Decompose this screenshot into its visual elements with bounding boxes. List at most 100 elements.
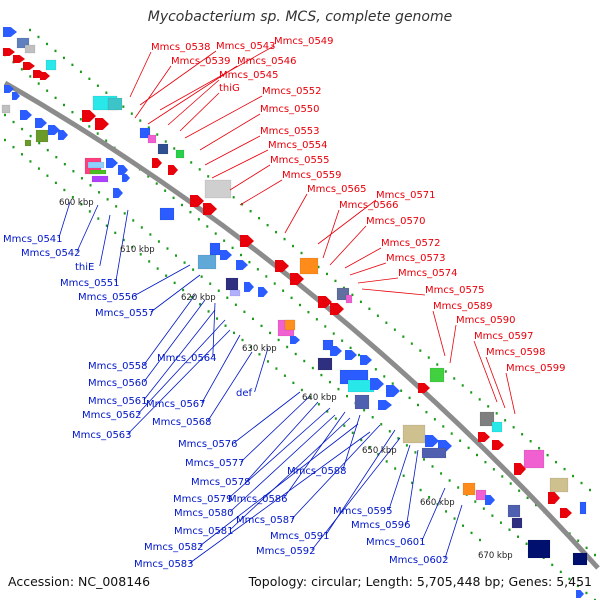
forward-gene-label[interactable]: Mmcs_0543 (216, 41, 276, 52)
tick-dot-outer (334, 279, 337, 283)
tick-dot-outer (393, 328, 396, 331)
reverse-gene-label[interactable]: Mmcs_0561 (88, 396, 148, 407)
feature-block (45, 59, 57, 71)
forward-gene-label[interactable]: Mmcs_0570 (366, 216, 426, 227)
map-title: Mycobacterium sp. MCS, complete genome (147, 9, 453, 25)
forward-gene-label[interactable]: Mmcs_0599 (506, 363, 566, 374)
tick-dot-inner (139, 253, 142, 256)
feature-arrow (236, 260, 248, 270)
forward-gene-label[interactable]: Mmcs_0559 (282, 170, 342, 181)
tick-dot-outer (427, 356, 430, 359)
tick-dot-fwd (54, 96, 57, 100)
reverse-gene-label[interactable]: Mmcs_0576 (178, 439, 238, 450)
reverse-gene-label[interactable]: Mmcs_0556 (78, 292, 138, 303)
forward-gene-label[interactable]: Mmcs_0571 (376, 190, 436, 201)
reverse-gene-label[interactable]: Mmcs_0602 (389, 555, 449, 566)
reverse-gene-label[interactable]: Mmcs_0560 (88, 378, 148, 389)
forward-gene-label[interactable]: Mmcs_0590 (456, 315, 516, 326)
reverse-gene-label[interactable]: Mmcs_0577 (185, 458, 245, 469)
tick-dot-rev (508, 528, 511, 531)
tick-dot-inner (88, 210, 91, 213)
tick-dot-inner (419, 488, 422, 492)
feature-arrow (345, 350, 357, 360)
reverse-gene-label[interactable]: Mmcs_0591 (270, 531, 330, 542)
feature-arrow (13, 55, 25, 63)
reverse-gene-label[interactable]: Mmcs_0601 (366, 537, 426, 548)
reverse-gene-label[interactable]: thiE (75, 262, 94, 273)
reverse-gene-label[interactable]: Mmcs_0596 (351, 520, 411, 531)
tick-dot-inner (105, 224, 108, 227)
reverse-gene-label[interactable]: Mmcs_0583 (134, 559, 194, 570)
feature-arrow (418, 383, 430, 393)
tick-dot-inner (249, 345, 252, 349)
forward-gene-label[interactable]: Mmcs_0552 (262, 86, 322, 97)
tick-dot-rev (499, 521, 502, 524)
forward-gene-label[interactable]: Mmcs_0538 (151, 42, 211, 53)
reverse-gene-label[interactable]: Mmcs_0579 (173, 494, 233, 505)
tick-dot-fwd (594, 553, 596, 557)
forward-gene-label[interactable]: thiG (219, 83, 240, 94)
reverse-gene-label[interactable]: Mmcs_0581 (174, 526, 234, 537)
reverse-gene-label[interactable]: Mmcs_0558 (88, 361, 148, 372)
forward-gene-label[interactable]: Mmcs_0575 (425, 285, 485, 296)
reverse-gene-label[interactable]: Mmcs_0557 (95, 308, 155, 319)
reverse-gene-label[interactable]: Mmcs_0587 (236, 515, 296, 526)
reverse-gene-label[interactable]: Mmcs_0541 (3, 234, 63, 245)
forward-gene-label[interactable]: Mmcs_0589 (433, 301, 493, 312)
feature-block (197, 254, 217, 270)
reverse-gene-label[interactable]: Mmcs_0592 (256, 546, 316, 557)
tick-dot-outer (79, 70, 82, 74)
feature-arrow (576, 590, 584, 598)
reverse-gene-label[interactable]: Mmcs_0564 (157, 353, 217, 364)
reverse-gene-label[interactable]: Mmcs_0562 (82, 410, 142, 421)
feature-arrow (492, 440, 504, 450)
forward-gene-label[interactable]: Mmcs_0597 (474, 331, 534, 342)
feature-block (284, 319, 296, 331)
tick-dot-rev (337, 387, 340, 391)
reverse-gene-label[interactable]: Mmcs_0582 (144, 542, 204, 553)
tick-dot-inner (190, 295, 193, 299)
tick-dot-inner (479, 538, 481, 542)
tick-dot-outer (71, 63, 74, 67)
reverse-gene-label[interactable]: Mmcs_0551 (60, 278, 120, 289)
reverse-gene-label[interactable]: Mmcs_0578 (191, 477, 251, 488)
forward-gene-label[interactable]: Mmcs_0554 (268, 140, 328, 151)
tick-dot-outer (29, 28, 31, 32)
feature-arrow (152, 158, 162, 168)
forward-gene-label[interactable]: Mmcs_0545 (219, 70, 279, 81)
tick-dot-rev (491, 514, 494, 517)
reverse-gene-label[interactable]: Mmcs_0563 (72, 430, 132, 441)
tick-dot-outer (147, 126, 150, 129)
forward-gene-label[interactable]: Mmcs_0572 (381, 238, 441, 249)
forward-gene-label[interactable]: Mmcs_0555 (270, 155, 330, 166)
tick-dot-outer (580, 481, 583, 485)
feature-block (35, 129, 49, 143)
reverse-gene-label[interactable]: Mmcs_0595 (333, 506, 393, 517)
reverse-gene-label[interactable]: Mmcs_0567 (146, 399, 206, 410)
leader-line (421, 487, 446, 542)
forward-gene-label[interactable]: Mmcs_0539 (171, 56, 231, 67)
forward-gene-label[interactable]: Mmcs_0598 (486, 347, 546, 358)
forward-gene-label[interactable]: Mmcs_0553 (260, 126, 320, 137)
forward-gene-label[interactable]: Mmcs_0546 (237, 56, 297, 67)
reverse-gene-label[interactable]: Mmcs_0568 (152, 417, 212, 428)
reverse-gene-label[interactable]: Mmcs_0588 (287, 466, 347, 477)
tick-dot-rev (46, 148, 49, 152)
tick-dot-fwd (63, 103, 65, 107)
tick-dot-rev (397, 437, 400, 440)
forward-gene-label[interactable]: Mmcs_0573 (386, 253, 446, 264)
reverse-gene-label[interactable]: def (236, 388, 253, 399)
forward-gene-label[interactable]: Mmcs_0550 (260, 104, 320, 115)
forward-gene-label[interactable]: Mmcs_0549 (274, 36, 334, 47)
feature-block (1, 104, 11, 114)
feature-arrow (548, 492, 560, 504)
tick-dot-rev (388, 430, 391, 433)
reverse-gene-label[interactable]: Mmcs_0586 (228, 494, 288, 505)
forward-gene-label[interactable]: Mmcs_0574 (398, 268, 458, 279)
tick-dot-fwd (459, 439, 462, 442)
reverse-gene-label[interactable]: Mmcs_0542 (21, 248, 81, 259)
forward-gene-label[interactable]: Mmcs_0565 (307, 184, 367, 195)
forward-gene-label[interactable]: Mmcs_0566 (339, 200, 399, 211)
reverse-gene-label[interactable]: Mmcs_0580 (174, 508, 234, 519)
tick-dot-rev (559, 570, 562, 574)
